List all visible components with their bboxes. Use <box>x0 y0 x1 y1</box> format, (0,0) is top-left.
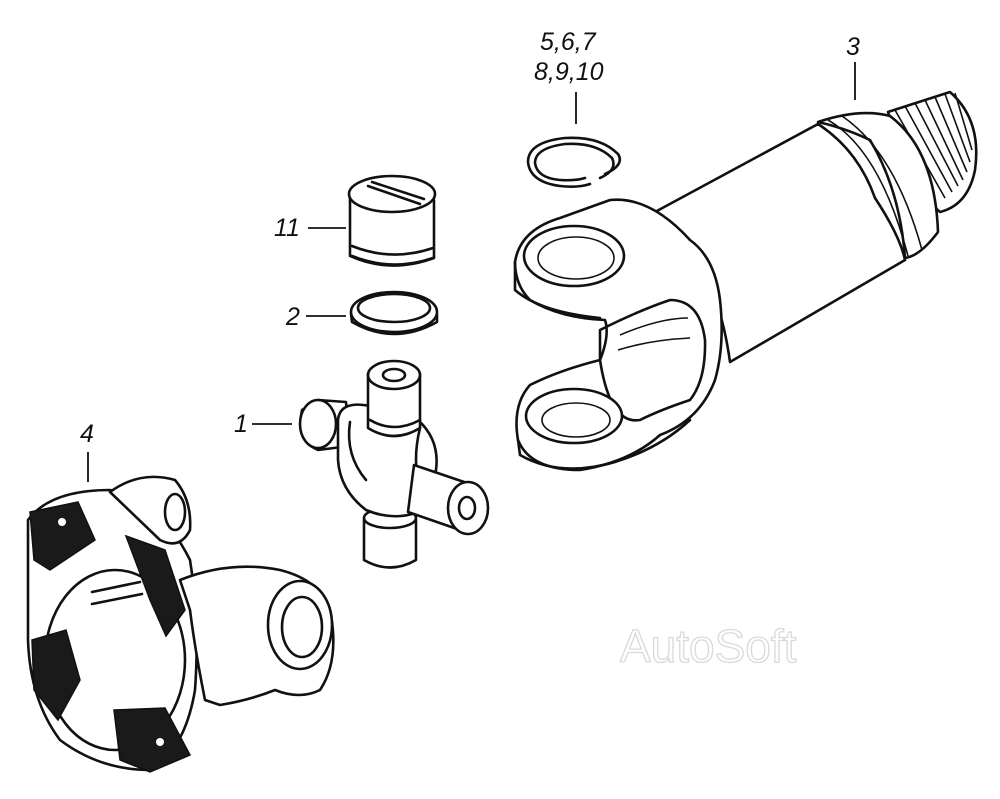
flange-bolt-pad-2 <box>124 534 186 638</box>
label-part-1: 1 <box>234 410 248 438</box>
leader-lines <box>87 62 856 482</box>
watermark-text: AutoSoft <box>620 620 797 672</box>
part-1-cross <box>298 359 490 569</box>
label-part-3: 3 <box>846 33 860 61</box>
flange-bolt-pad-3 <box>31 629 81 722</box>
flange-bolt-pad-1 <box>29 501 96 571</box>
label-part-4: 4 <box>80 420 94 448</box>
label-part-11: 11 <box>274 214 300 242</box>
yoke-lower-bore <box>524 387 624 445</box>
part-3-yoke-shaft <box>513 90 978 472</box>
yoke-upper-bore <box>522 224 626 288</box>
label-part-2: 2 <box>285 303 300 331</box>
spline-shaft-end <box>886 90 978 214</box>
label-parts-8-9-10: 8,9,10 <box>534 58 604 86</box>
part-2-seal-ring <box>349 290 439 336</box>
part-4-flange-yoke <box>26 475 335 773</box>
snap-ring <box>526 136 622 188</box>
label-parts-5-6-7: 5,6,7 <box>540 28 597 56</box>
shaft-collar <box>816 111 940 260</box>
part-11-bearing-cup <box>347 174 437 267</box>
flange-bolt-pad-4 <box>113 707 192 773</box>
